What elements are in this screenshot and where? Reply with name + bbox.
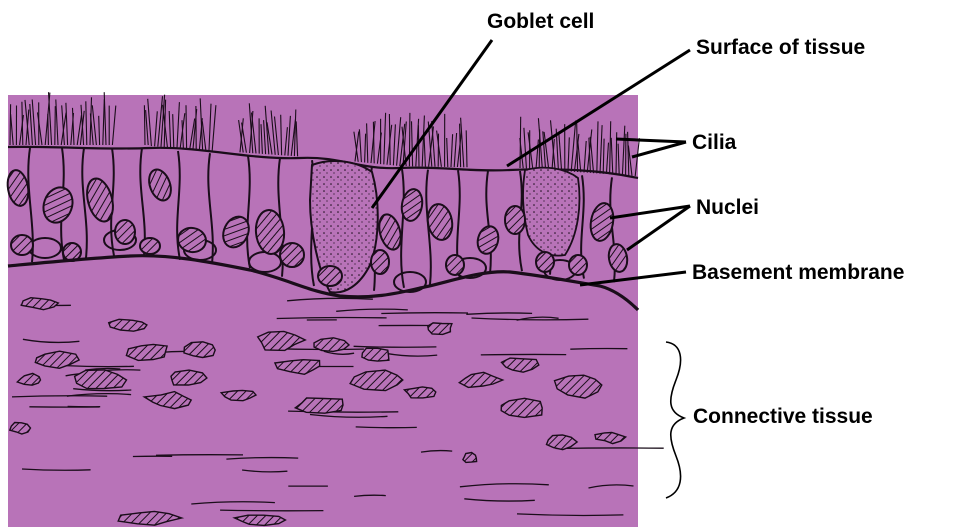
- nucleus: [446, 255, 464, 275]
- cilium: [144, 105, 145, 145]
- nucleus: [318, 266, 342, 286]
- connective-brace: [666, 342, 684, 498]
- cilium: [10, 104, 11, 145]
- tissue-background: [8, 95, 638, 527]
- stippled-cell: [523, 168, 579, 256]
- nucleus: [569, 255, 587, 275]
- nucleus: [115, 220, 135, 244]
- label-basement-membrane: Basement membrane: [692, 261, 904, 285]
- fiber: [570, 348, 627, 349]
- nucleus: [536, 252, 554, 272]
- cilium: [409, 113, 410, 166]
- cilium: [48, 114, 49, 145]
- connective-cell: [501, 398, 542, 417]
- label-cilia: Cilia: [692, 131, 736, 155]
- fiber: [156, 455, 243, 456]
- connective-cell: [428, 323, 452, 335]
- label-goblet-cell: Goblet cell: [487, 10, 594, 34]
- nucleus: [371, 250, 389, 274]
- cilium: [55, 106, 56, 145]
- nucleus: [140, 238, 160, 254]
- label-surface-of-tissue: Surface of tissue: [696, 36, 865, 60]
- nucleus: [280, 243, 304, 267]
- leader-cilia-bottom: [632, 142, 686, 157]
- label-nuclei: Nuclei: [696, 196, 759, 220]
- cilium: [418, 125, 419, 166]
- cilium: [186, 105, 187, 148]
- connective-cell: [362, 348, 389, 361]
- fiber: [556, 448, 664, 449]
- connective-cell: [463, 453, 477, 463]
- nucleus: [11, 235, 33, 255]
- label-connective-tissue: Connective tissue: [693, 405, 873, 429]
- connective-cell: [314, 338, 349, 352]
- connective-cell: [171, 370, 207, 385]
- nucleus: [505, 206, 525, 234]
- fiber: [220, 510, 323, 511]
